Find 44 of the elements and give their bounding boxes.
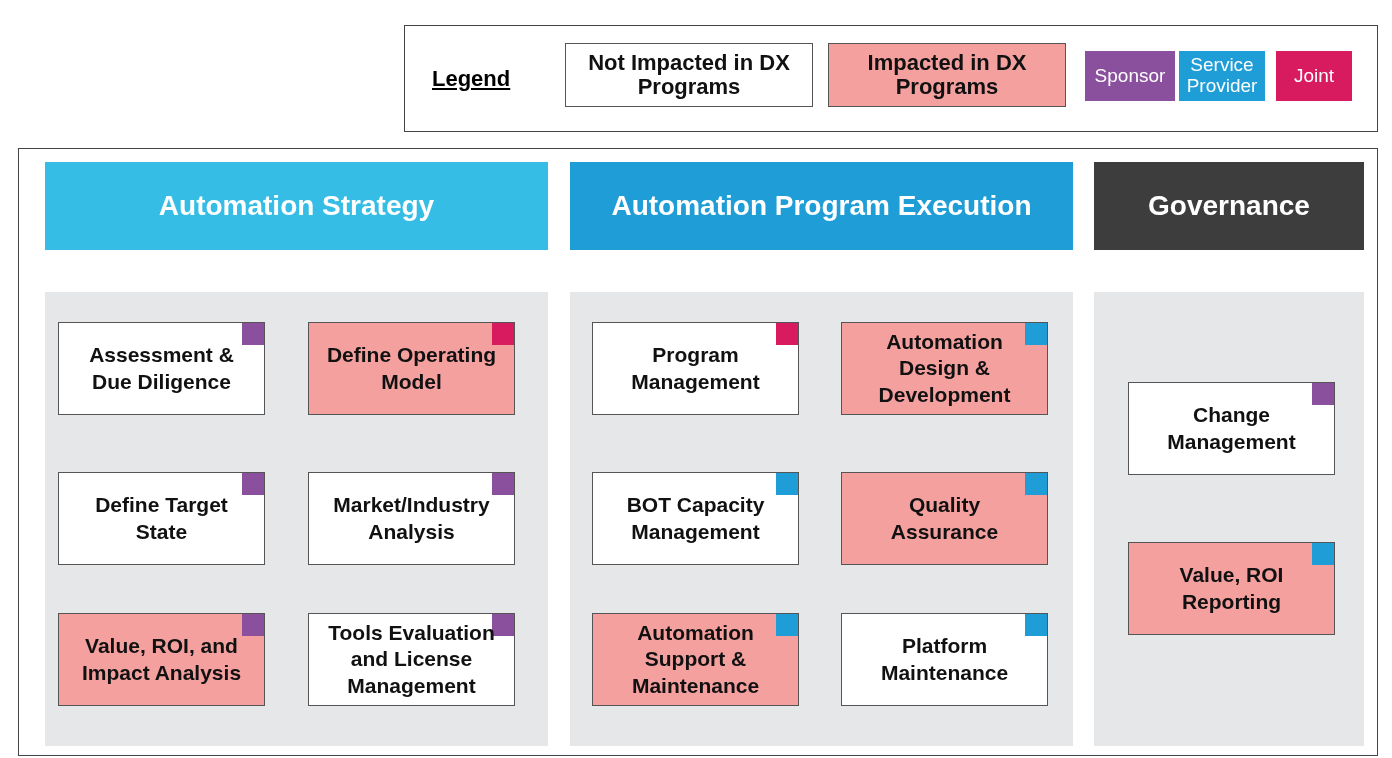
column-panel [570, 292, 1073, 746]
legend-swatch: Joint [1276, 51, 1352, 101]
card-text: Value, ROI Reporting [1178, 562, 1285, 615]
task-card [1128, 382, 1335, 475]
task-card [592, 472, 799, 565]
task-card [841, 322, 1048, 415]
card-text: Define Operating Model [325, 342, 498, 395]
legend-swatch: Not Impacted in DX Programs [565, 43, 813, 107]
column-header [45, 162, 548, 250]
task-card [58, 613, 265, 706]
card-text: Quality Assurance [889, 492, 1000, 545]
task-card [592, 322, 799, 415]
task-card [841, 613, 1048, 706]
card-text: Program Management [630, 342, 761, 395]
card-text: Market/Industry Analysis [332, 492, 491, 545]
column-header [1094, 162, 1364, 250]
task-card [308, 322, 515, 415]
legend-swatch: Sponsor [1085, 51, 1175, 101]
header-text: Governance [1148, 190, 1310, 222]
column-panel [45, 292, 548, 746]
task-card [592, 613, 799, 706]
card-text: BOT Capacity Management [625, 492, 766, 545]
legend-title: Legend [432, 66, 511, 92]
card-text: Assessment & Due Diligence [88, 342, 235, 395]
legend-swatch: Service Provider [1179, 51, 1265, 101]
task-card [841, 472, 1048, 565]
task-card [1128, 542, 1335, 635]
task-card [308, 613, 515, 706]
card-text: Tools Evaluation and License Management [327, 620, 496, 699]
column-panel [1094, 292, 1364, 746]
card-text: Automation Design & Development [877, 329, 1012, 408]
column-header [570, 162, 1073, 250]
task-card [58, 472, 265, 565]
legend-swatch: Impacted in DX Programs [828, 43, 1066, 107]
header-text: Automation Program Execution [611, 190, 1032, 222]
task-card [308, 472, 515, 565]
task-card [58, 322, 265, 415]
outer-frame [18, 148, 1378, 756]
card-text: Platform Maintenance [879, 633, 1010, 686]
card-text: Define Target State [94, 492, 229, 545]
header-text: Automation Strategy [158, 190, 435, 222]
card-text: Value, ROI, and Impact Analysis [80, 633, 243, 686]
card-text: Change Management [1166, 402, 1297, 455]
card-text: Automation Support & Maintenance [630, 620, 761, 699]
